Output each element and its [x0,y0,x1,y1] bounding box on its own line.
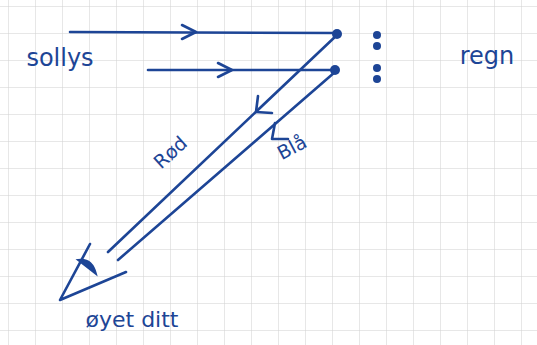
sun-ray [148,69,335,72]
raindrop [373,31,381,39]
arrowhead [272,123,288,139]
rain-label: regn [460,43,515,69]
red-ray [108,35,337,252]
sun-ray [70,32,337,33]
raindrop [373,42,381,50]
raindrop [330,65,340,75]
eye-symbol [60,244,126,300]
arrowhead [218,63,232,77]
raindrop [373,75,381,83]
raindrop [373,64,381,72]
light-label: sollys [26,45,93,71]
eye-label: øyet ditt [86,308,179,332]
arrowhead [256,96,272,113]
pupil [78,260,96,274]
arrowhead [182,25,196,39]
raindrop [332,29,342,39]
blue-ray [118,72,335,260]
